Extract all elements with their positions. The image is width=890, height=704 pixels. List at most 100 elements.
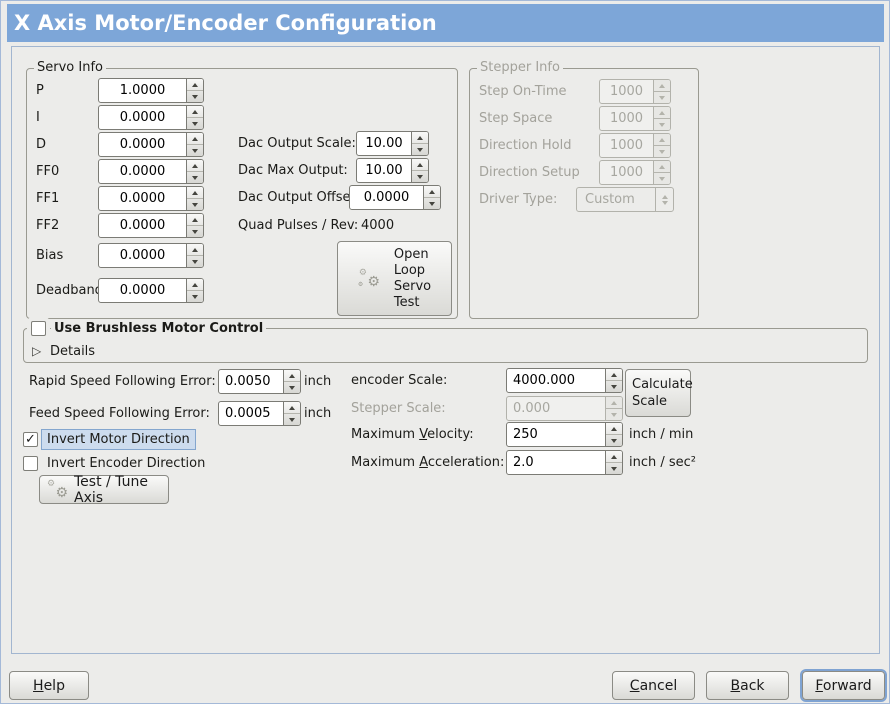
ff1-spin-buttons[interactable] bbox=[186, 187, 203, 210]
p-value[interactable]: 1.0000 bbox=[119, 83, 166, 98]
spin-buttons[interactable] bbox=[411, 132, 428, 155]
feed-following-error-spinbox[interactable]: 0.0005 bbox=[218, 401, 301, 426]
spin-down-icon[interactable] bbox=[412, 171, 428, 182]
ff2-spin-buttons[interactable] bbox=[186, 214, 203, 237]
max-acceleration-spinbox[interactable]: 2.0 bbox=[506, 450, 623, 475]
deadband-spin-buttons[interactable] bbox=[186, 279, 203, 302]
spin-down-icon[interactable] bbox=[187, 256, 203, 267]
deadband-value[interactable]: 0.0000 bbox=[119, 283, 166, 298]
deadband-spinbox[interactable]: 0.0000 bbox=[98, 278, 204, 303]
spin-up-icon[interactable] bbox=[187, 133, 203, 145]
spin-up-icon[interactable] bbox=[187, 187, 203, 199]
details-expander-icon[interactable]: ▷ bbox=[32, 344, 42, 358]
invert-encoder-checkbox[interactable] bbox=[23, 456, 38, 471]
spin-buttons[interactable] bbox=[605, 369, 622, 392]
use-brushless-checkbox[interactable] bbox=[31, 321, 46, 336]
invert-motor-checkbox[interactable]: ✓ bbox=[23, 432, 38, 447]
dac-max-output-spinbox[interactable]: 10.00 bbox=[356, 158, 429, 183]
bias-spinbox[interactable]: 0.0000 bbox=[98, 243, 204, 268]
spin-down-icon[interactable] bbox=[606, 463, 622, 474]
d-spin-buttons[interactable] bbox=[186, 133, 203, 156]
use-brushless-label: Use Brushless Motor Control bbox=[51, 321, 267, 336]
details-expander-label[interactable]: Details bbox=[50, 344, 96, 359]
i-spinbox[interactable]: 0.0000 bbox=[98, 105, 204, 130]
help-button[interactable]: Help bbox=[9, 671, 89, 700]
spin-down-icon[interactable] bbox=[284, 414, 300, 425]
spin-down-icon[interactable] bbox=[606, 435, 622, 446]
spin-up-icon[interactable] bbox=[187, 279, 203, 291]
dac-output-scale-spinbox[interactable]: 10.00 bbox=[356, 131, 429, 156]
spin-buttons[interactable] bbox=[605, 423, 622, 446]
direction-hold-label: Direction Hold bbox=[479, 138, 572, 153]
spin-up-icon[interactable] bbox=[187, 79, 203, 91]
invert-motor-label[interactable]: Invert Motor Direction bbox=[41, 429, 196, 450]
dac-output-offset-value[interactable]: 0.0000 bbox=[363, 190, 410, 205]
p-spin-buttons[interactable] bbox=[186, 79, 203, 102]
spin-buttons[interactable] bbox=[605, 451, 622, 474]
max-velocity-value[interactable]: 250 bbox=[513, 427, 538, 442]
spin-buttons[interactable] bbox=[411, 159, 428, 182]
dac-max-output-value[interactable]: 10.00 bbox=[365, 163, 403, 178]
calculate-scale-button[interactable]: Calculate Scale bbox=[625, 369, 693, 417]
open-loop-servo-test-button[interactable]: ⚙ ⚙ ⚙ Open Loop Servo Test bbox=[337, 241, 452, 316]
spin-down-icon[interactable] bbox=[187, 91, 203, 102]
forward-button[interactable]: Forward bbox=[802, 671, 885, 700]
spin-up-icon[interactable] bbox=[412, 132, 428, 144]
ff0-spinbox[interactable]: 0.0000 bbox=[98, 159, 204, 184]
max-velocity-spinbox[interactable]: 250 bbox=[506, 422, 623, 447]
gear-glyph: ⚙ bbox=[357, 280, 364, 288]
spin-up-icon[interactable] bbox=[187, 244, 203, 256]
feed-following-error-value[interactable]: 0.0005 bbox=[225, 406, 271, 421]
i-value[interactable]: 0.0000 bbox=[119, 110, 166, 125]
ff1-value[interactable]: 0.0000 bbox=[119, 191, 166, 206]
ff2-value[interactable]: 0.0000 bbox=[119, 218, 166, 233]
ff0-value[interactable]: 0.0000 bbox=[119, 164, 166, 179]
bias-value[interactable]: 0.0000 bbox=[119, 248, 166, 263]
spin-buttons[interactable] bbox=[423, 186, 440, 209]
test-tune-axis-button[interactable]: ⚙ ⚙ Test / Tune Axis bbox=[39, 474, 169, 506]
spin-down-icon[interactable] bbox=[412, 144, 428, 155]
max-velocity-label: Maximum Velocity: bbox=[351, 427, 474, 442]
spin-down-icon[interactable] bbox=[424, 198, 440, 209]
dac-output-scale-value[interactable]: 10.00 bbox=[365, 136, 403, 151]
i-spin-buttons[interactable] bbox=[186, 106, 203, 129]
p-spinbox[interactable]: 1.0000 bbox=[98, 78, 204, 103]
spin-up-icon[interactable] bbox=[424, 186, 440, 198]
spin-down-icon[interactable] bbox=[284, 382, 300, 393]
spin-up-icon[interactable] bbox=[606, 451, 622, 463]
spin-up-icon[interactable] bbox=[187, 214, 203, 226]
encoder-scale-spinbox[interactable]: 4000.000 bbox=[506, 368, 623, 393]
spin-down-icon[interactable] bbox=[187, 145, 203, 156]
rapid-following-error-value[interactable]: 0.0050 bbox=[225, 374, 271, 389]
dac-output-offset-spinbox[interactable]: 0.0000 bbox=[349, 185, 441, 210]
bias-spin-buttons[interactable] bbox=[186, 244, 203, 267]
quad-pulses-label: Quad Pulses / Rev: bbox=[238, 218, 359, 233]
spin-down-icon[interactable] bbox=[187, 199, 203, 210]
invert-encoder-label[interactable]: Invert Encoder Direction bbox=[47, 456, 206, 471]
d-spinbox[interactable]: 0.0000 bbox=[98, 132, 204, 157]
spin-down-icon[interactable] bbox=[187, 118, 203, 129]
spin-down-icon[interactable] bbox=[606, 381, 622, 392]
back-button[interactable]: Back bbox=[706, 671, 789, 700]
spin-down-icon[interactable] bbox=[187, 226, 203, 237]
ff1-spinbox[interactable]: 0.0000 bbox=[98, 186, 204, 211]
spin-up-icon[interactable] bbox=[284, 370, 300, 382]
ff2-spinbox[interactable]: 0.0000 bbox=[98, 213, 204, 238]
ff0-spin-buttons[interactable] bbox=[186, 160, 203, 183]
d-value[interactable]: 0.0000 bbox=[119, 137, 166, 152]
rapid-following-error-spinbox[interactable]: 0.0050 bbox=[218, 369, 301, 394]
spin-down-icon[interactable] bbox=[187, 291, 203, 302]
spin-up-icon[interactable] bbox=[187, 106, 203, 118]
cancel-button[interactable]: Cancel bbox=[612, 671, 695, 700]
spin-buttons[interactable] bbox=[283, 402, 300, 425]
driver-type-value: Custom bbox=[585, 192, 635, 207]
spin-up-icon[interactable] bbox=[606, 369, 622, 381]
spin-up-icon[interactable] bbox=[187, 160, 203, 172]
max-acceleration-value[interactable]: 2.0 bbox=[513, 455, 534, 470]
spin-up-icon[interactable] bbox=[412, 159, 428, 171]
spin-down-icon[interactable] bbox=[187, 172, 203, 183]
spin-up-icon[interactable] bbox=[284, 402, 300, 414]
spin-buttons[interactable] bbox=[283, 370, 300, 393]
spin-up-icon[interactable] bbox=[606, 423, 622, 435]
encoder-scale-value[interactable]: 4000.000 bbox=[513, 373, 576, 388]
